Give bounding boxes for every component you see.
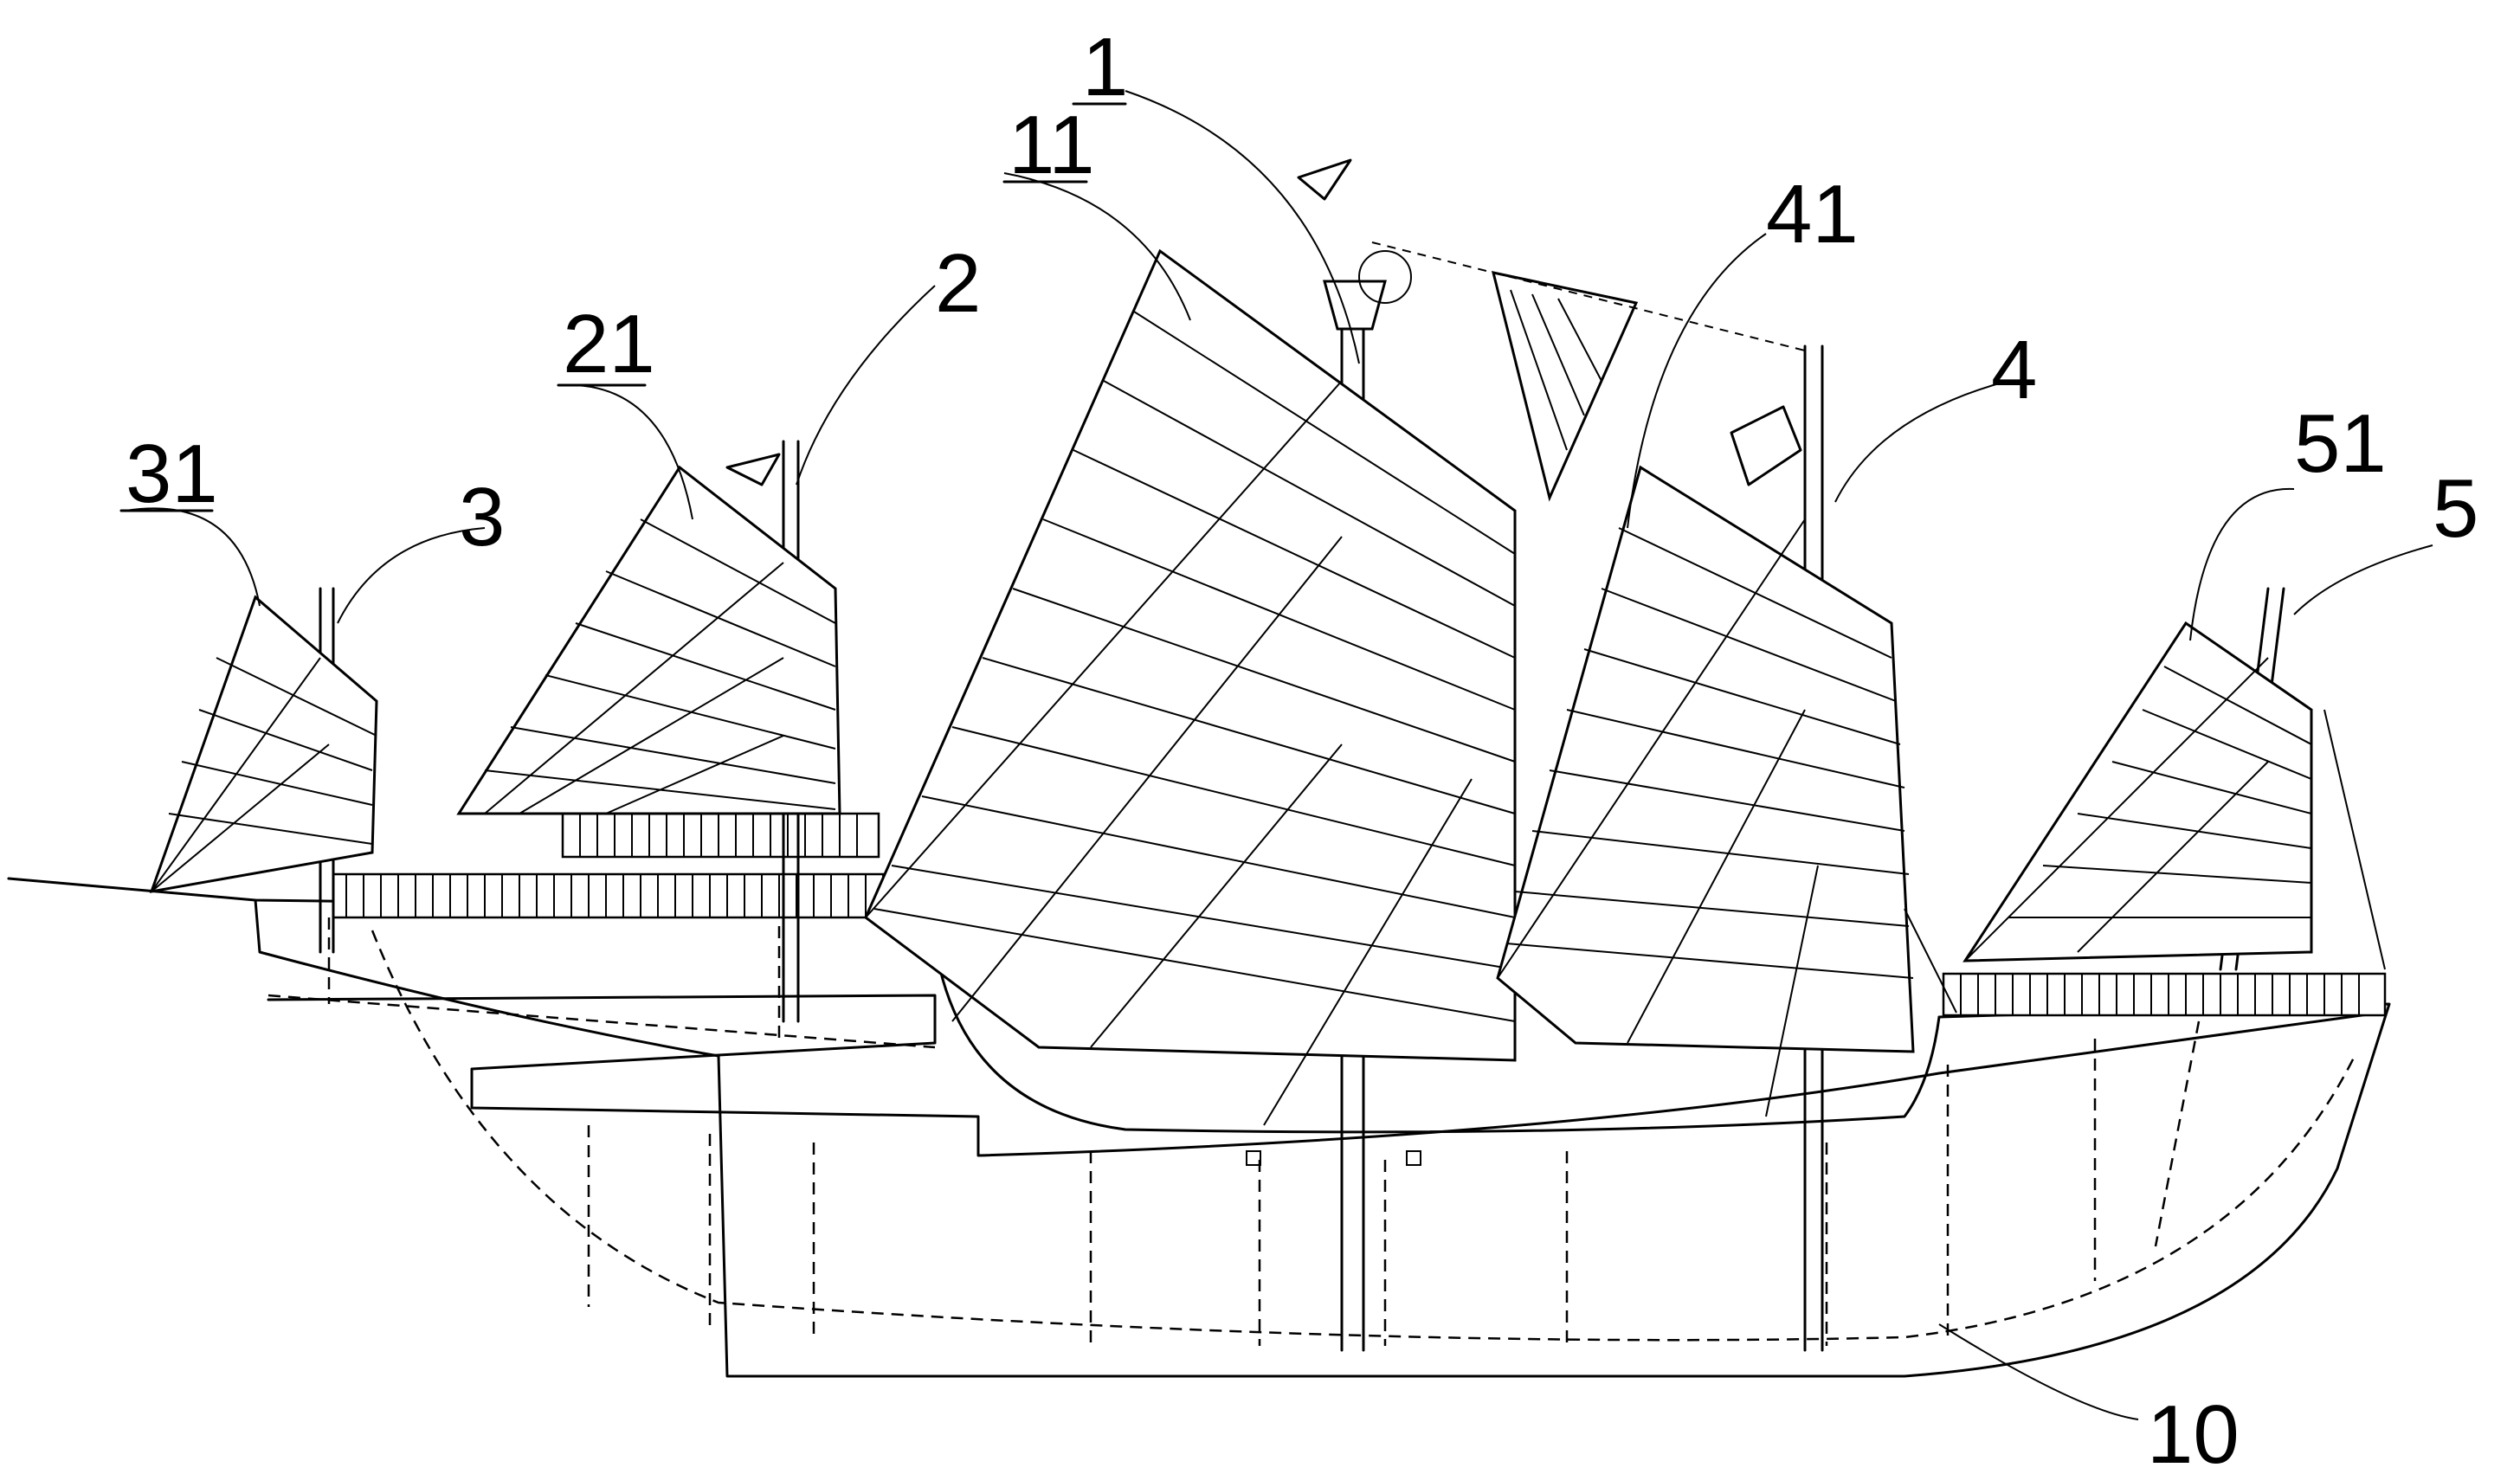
- label-sternmast: 5: [2433, 462, 2478, 555]
- label-sternsail: 51: [2294, 397, 2387, 490]
- leader-51: [2190, 489, 2294, 640]
- forecastle-railing: [563, 814, 879, 857]
- label-mizzenmast: 4: [1991, 324, 2037, 416]
- label-bowmast: 3: [459, 471, 505, 563]
- label-foremast: 2: [935, 237, 981, 330]
- crows-nest: [1324, 281, 1385, 329]
- bow-railing: [333, 874, 935, 917]
- label-mizzensail: 41: [1766, 168, 1859, 261]
- mizzen-sail: [1498, 467, 1913, 1117]
- leader-31: [126, 508, 260, 606]
- leader-2: [796, 286, 935, 485]
- leader-10: [1939, 1324, 2138, 1419]
- label-hull: 10: [2147, 1388, 2240, 1474]
- label-bowsail: 31: [126, 428, 218, 520]
- leader-4: [1835, 381, 2008, 502]
- bow-sail: [151, 597, 377, 891]
- stern-railing: [1943, 974, 2385, 1015]
- main-sail: [866, 251, 1515, 1125]
- stern-sail: [1965, 623, 2311, 961]
- label-foresail: 21: [563, 298, 655, 390]
- leader-5: [2294, 545, 2433, 615]
- label-mainsail: 11: [1009, 99, 1095, 191]
